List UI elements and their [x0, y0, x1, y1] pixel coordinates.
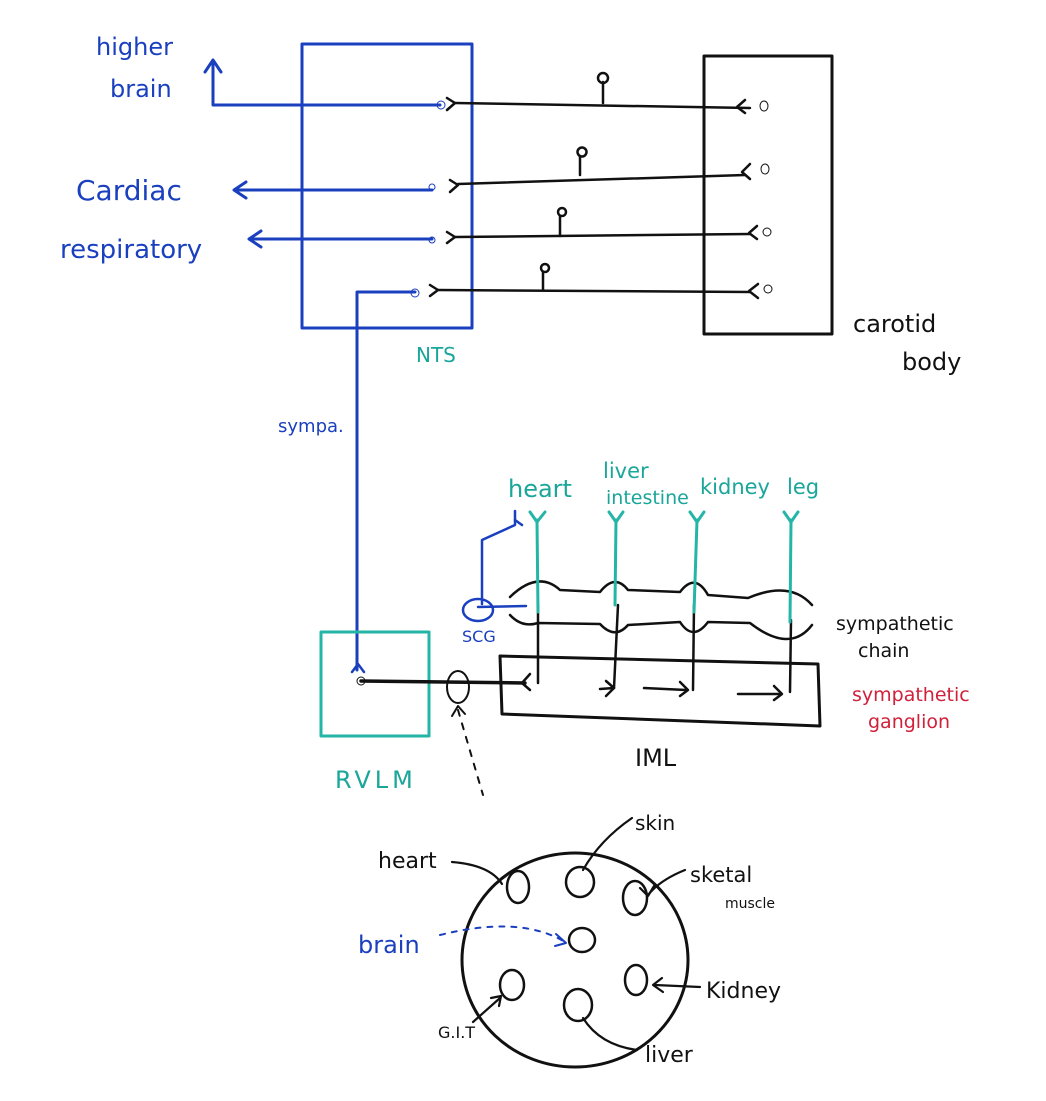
label-iml: IML — [635, 744, 677, 772]
fascicles — [498, 865, 649, 1023]
label-sympa: sympa. — [278, 416, 344, 437]
label-sympathetic-ganglion-1: sympathetic — [852, 684, 970, 706]
nts-neuron-4 — [410, 288, 420, 298]
label-target-leg: leg — [787, 475, 819, 499]
label-carotid: carotid — [853, 310, 936, 338]
glomus-cell — [759, 100, 769, 112]
label-cs-kidney: Kidney — [706, 979, 781, 1004]
cross-section-pointers — [450, 816, 702, 1052]
postganglionic-fibers — [528, 510, 800, 624]
label-respiratory: respiratory — [60, 235, 202, 265]
label-cs-heart: heart — [378, 849, 437, 874]
rvlm-box — [319, 630, 431, 738]
label-nts: NTS — [416, 343, 456, 367]
fascicle-liver — [562, 987, 594, 1023]
iml-neurons — [520, 603, 793, 702]
label-cs-brain: brain — [358, 931, 420, 959]
sympathetic-chain-upper — [508, 580, 814, 607]
label-cardiac: Cardiac — [76, 174, 182, 207]
cardiac-arrowhead — [232, 180, 248, 200]
sympathetic-chain-lower — [508, 613, 814, 641]
scg-postganglionic — [480, 509, 517, 606]
nts-neuron-2 — [428, 183, 436, 191]
glomus-cell — [763, 284, 773, 294]
afferent-cell-body — [539, 262, 551, 274]
label-target-liver: liver — [603, 459, 649, 483]
fascicle-kidney — [623, 963, 649, 997]
scg-terminal — [513, 518, 524, 527]
iml-box — [498, 654, 822, 728]
label-sympathetic-chain-1: sympathetic — [836, 613, 954, 635]
scg-ganglion — [461, 597, 495, 623]
dashed-pointer — [457, 709, 484, 796]
label-cs-muscle: muscle — [725, 896, 775, 912]
label-sympathetic-chain-2: chain — [858, 640, 909, 662]
respiratory-arrowhead — [247, 229, 263, 249]
label-target-heart: heart — [508, 475, 572, 503]
rvlm-synapse — [350, 662, 366, 674]
scg-fiber — [476, 604, 528, 609]
brain-arrowhead — [554, 933, 567, 947]
afferent-cell-body — [576, 146, 588, 158]
label-higher: higher — [96, 33, 173, 61]
carotid-body-box — [702, 54, 834, 336]
rvlm-to-iml-fiber — [359, 679, 527, 685]
brain-dashed-arrow — [439, 925, 566, 943]
glomus-cell — [762, 227, 772, 237]
pointer-arrowhead — [451, 705, 466, 717]
fascicle-heart — [505, 869, 531, 905]
label-sympathetic-ganglion-2: ganglion — [868, 711, 950, 733]
afferent-cell-body — [556, 206, 568, 218]
label-target-kidney: kidney — [700, 475, 770, 499]
label-scg: SCG — [462, 627, 496, 646]
higher-brain-pathway — [211, 60, 442, 107]
label-cs-skin: skin — [635, 811, 675, 835]
fascicle-git — [498, 968, 526, 1002]
label-cs-liver: liver — [645, 1043, 694, 1068]
afferent-cell-body — [596, 71, 610, 85]
fascicle-skin — [564, 865, 596, 899]
label-body: body — [902, 348, 961, 376]
label-cs-git: G.I.T — [438, 1023, 475, 1042]
higher-brain-arrowhead — [203, 58, 223, 74]
afferent-fibers — [428, 80, 760, 300]
label-target-intestine: intestine — [606, 487, 689, 509]
nts-neuron-3 — [428, 236, 436, 244]
fascicle-skeletal-muscle — [621, 879, 649, 917]
fascicle-brain — [567, 926, 597, 954]
label-cs-skeletal: sketal — [690, 863, 752, 887]
nerve-cross-section — [460, 851, 690, 1069]
nts-box — [300, 42, 474, 330]
label-rvlm: RVLM — [335, 766, 417, 794]
fiber-cross-section-marker — [446, 670, 470, 704]
nts-neuron-1 — [436, 100, 446, 110]
label-brain: brain — [110, 75, 172, 103]
glomus-cell — [760, 163, 770, 175]
sympathetic-pathway — [355, 290, 417, 672]
